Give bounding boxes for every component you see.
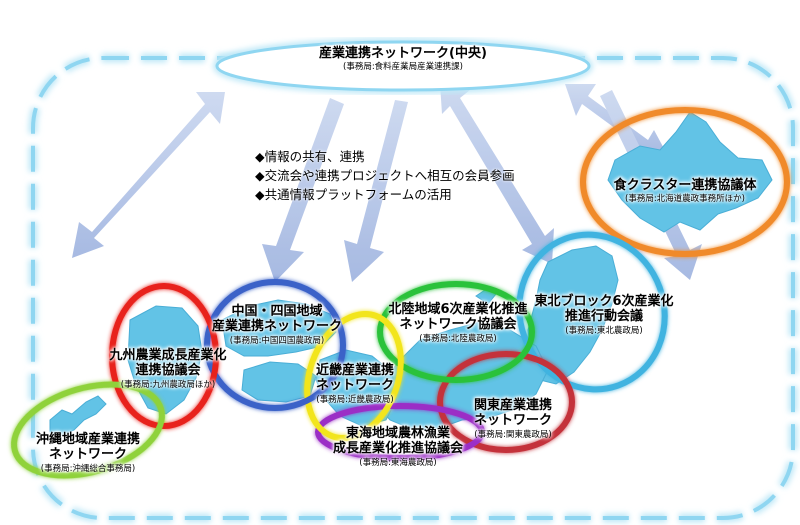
kyushu-title-line1: 九州農業成長産業化 [109,348,227,363]
hokkaido-label: 食クラスター連携協議体 (事務局:北海道農政事務所ほか) [590,178,780,204]
kinki-title-line1: 近畿産業連携 [315,363,394,378]
hokkaido-land [607,111,773,233]
tokai-title-line2: 成長産業化推進協議会 [332,441,463,457]
hokuriku-secretariat: (事務局:北陸農政局) [419,333,497,344]
arrow-kinki [344,100,408,282]
ellipse-hokuriku [377,281,535,383]
kanto-secretariat: (事務局:関東農政局) [474,429,552,440]
kyushu-land [127,305,203,415]
hokuriku-title-line1: 北陸地域6次産業化推進 [388,302,528,317]
okinawa-title-line1: 沖縄地域産業連携 [35,432,140,447]
tohoku-secretariat: (事務局:東北農政局) [565,325,643,336]
okinawa-title-line2: ネットワーク [48,447,127,463]
central-node [213,38,593,94]
bullet-item: ◆交流会や連携プロジェクトへ相互の会員参画 [255,168,515,183]
okinawa-land [49,395,107,437]
kinki-label: 近畿産業連携 ネットワーク (事務局:近畿農政局) [296,363,414,405]
ellipse-okinawa [11,381,165,479]
tohoku-title-line2: 推進行動会議 [564,309,643,325]
connection-arrows [72,84,702,282]
chushikoku-secretariat: (事務局:中国四国農政局) [229,335,325,346]
hokkaido-title: 食クラスター連携協議体 [613,178,757,193]
kanto-title-line2: ネットワーク [473,413,552,429]
chushikoku-label: 中国・四国地域 産業連携ネットワーク (事務局:中国四国農政局) [208,304,346,346]
ellipse-tokai [315,403,485,461]
kyushu-label: 九州農業成長産業化 連携協議会 (事務局:九州農政局ほか) [94,348,242,390]
arrow-kyushu [72,92,225,258]
chushikoku-title-line1: 中国・四国地域 [231,304,323,319]
arrow-chushikoku [262,98,344,282]
ellipse-kyushu [109,283,219,429]
tokai-title-line1: 東海地域農林漁業 [345,426,450,441]
japan-map [49,111,773,437]
kanto-label: 関東産業連携 ネットワーク (事務局:関東農政局) [448,398,578,440]
chushikoku-title-line2: 産業連携ネットワーク [211,319,342,335]
okinawa-label: 沖縄地域産業連携 ネットワーク (事務局:沖縄総合事務局) [22,432,154,474]
tohoku-land [527,245,619,385]
bullet-item: ◆共通情報プラットフォームの活用 [255,187,452,202]
tohoku-label: 東北ブロック6次産業化 推進行動会議 (事務局:東北農政局) [518,294,690,336]
region-ellipses [11,107,790,479]
ellipse-kanto [437,351,575,453]
hokkaido-secretariat: (事務局:北海道農政事務所ほか) [625,194,745,205]
ellipse-tohoku [516,231,668,393]
kanto-title-line1: 関東産業連携 [473,398,552,413]
kinki-title-line2: ネットワーク [315,378,394,394]
tokai-secretariat: (事務局:東海農政局) [359,457,437,468]
hokuriku-title-line2: ネットワーク協議会 [399,317,517,333]
chugoku-land [221,299,337,357]
central-title: 産業連携ネットワーク(中央) [319,46,487,61]
central-secretariat: (事務局:食料産業局産業連携課) [343,62,463,73]
ellipse-hokkaido [580,107,790,257]
arrow-tohoku [440,84,554,264]
tohoku-title-line1: 東北ブロック6次産業化 [534,294,674,309]
ellipse-chushikoku [204,279,346,411]
kyushu-secretariat: (事務局:九州農政局ほか) [120,379,216,390]
tokai-label: 東海地域農林漁業 成長産業化推進協議会 (事務局:東海農政局) [318,426,478,468]
kinki-secretariat: (事務局:近畿農政局) [316,394,394,405]
hokuriku-label: 北陸地域6次産業化推進 ネットワーク協議会 (事務局:北陸農政局) [376,302,540,344]
central-label: 産業連携ネットワーク(中央) (事務局:食料産業局産業連携課) [253,46,553,72]
kyushu-title-line2: 連携協議会 [135,363,201,379]
shared-activities-list: ◆情報の共有、連携 ◆交流会や連携プロジェクトへ相互の会員参画 ◆共通情報プラッ… [255,147,515,204]
bullet-item: ◆情報の共有、連携 [255,149,365,164]
okinawa-secretariat: (事務局:沖縄総合事務局) [40,463,136,474]
ellipse-kinki [304,311,404,441]
